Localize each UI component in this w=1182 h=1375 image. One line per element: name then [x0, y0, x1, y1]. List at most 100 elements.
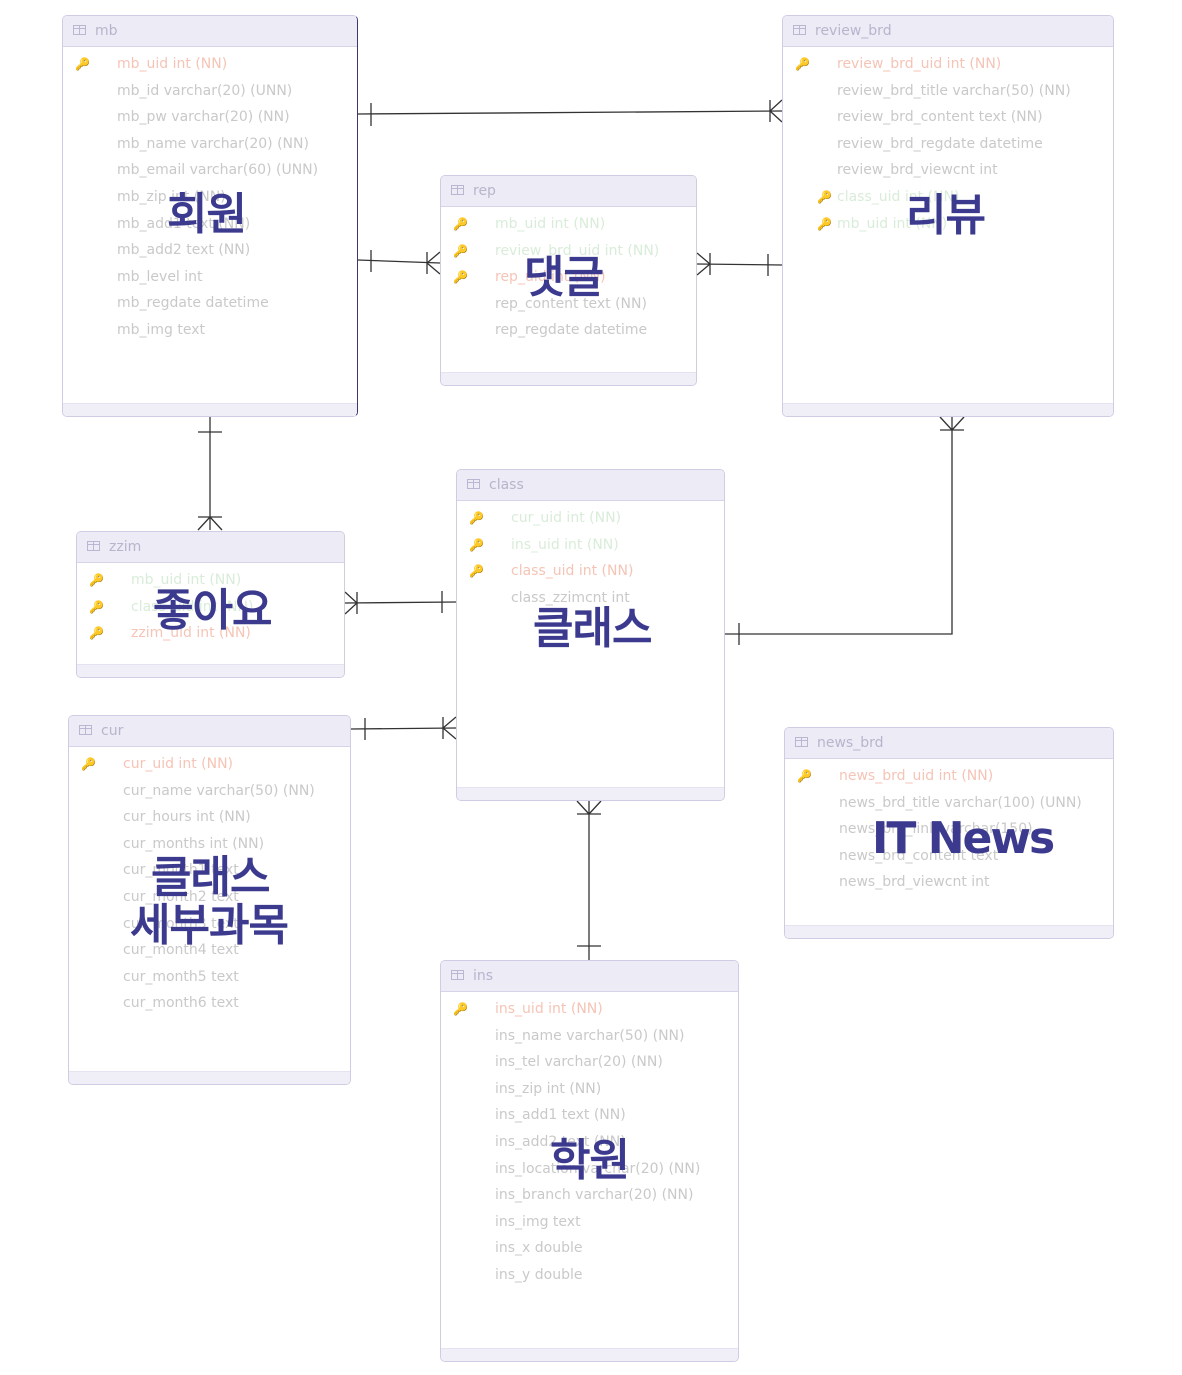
column-row[interactable]: mb_add2 text (NN)	[63, 237, 357, 264]
column-row[interactable]: 🔑review_brd_uid int (NN)	[783, 51, 1113, 78]
column-row[interactable]: review_brd_title varchar(50) (NN)	[783, 78, 1113, 105]
column-row[interactable]: ins_tel varchar(20) (NN)	[441, 1049, 738, 1076]
column-text: zzim_uid int (NN)	[131, 625, 251, 642]
column-text: mb_name varchar(20) (NN)	[117, 135, 309, 152]
column-row[interactable]: ins_zip int (NN)	[441, 1076, 738, 1103]
table-header[interactable]: rep	[441, 176, 696, 207]
column-row[interactable]: mb_id varchar(20) (UNN)	[63, 78, 357, 105]
column-row[interactable]: review_brd_regdate datetime	[783, 131, 1113, 158]
column-row[interactable]: mb_email varchar(60) (UNN)	[63, 157, 357, 184]
column-row[interactable]: mb_name varchar(20) (NN)	[63, 131, 357, 158]
column-row[interactable]: 🔑 ins_uid int (NN)	[457, 532, 724, 559]
column-row[interactable]: cur_month3 text	[69, 911, 350, 938]
column-row[interactable]: 🔑 mb_uid int (NN)	[441, 211, 696, 238]
column-row[interactable]: rep_regdate datetime	[441, 317, 696, 344]
column-row[interactable]: review_brd_viewcnt int	[783, 157, 1113, 184]
column-row[interactable]: ins_img text	[441, 1209, 738, 1236]
foreign-key-icon: 🔑	[469, 537, 484, 552]
column-row[interactable]: 🔑mb_uid int (NN)	[77, 567, 344, 594]
column-row[interactable]: ins_branch varchar(20) (NN)	[441, 1182, 738, 1209]
column-row[interactable]: 🔑class_uid int (NN)	[77, 594, 344, 621]
column-row[interactable]: news_brd_content text	[785, 843, 1113, 870]
column-row[interactable]: mb_zip int (NN)	[63, 184, 357, 211]
column-row[interactable]: 🔑class_uid int (NN)	[783, 184, 1113, 211]
table-ins[interactable]: ins 🔑ins_uid int (NN)ins_name varchar(50…	[440, 960, 739, 1362]
column-row[interactable]: cur_months int (NN)	[69, 831, 350, 858]
column-text: review_brd_regdate datetime	[837, 135, 1043, 152]
column-text: mb_uid int (NN)	[495, 216, 606, 232]
column-row[interactable]: cur_hours int (NN)	[69, 804, 350, 831]
foreign-key-icon: 🔑	[817, 216, 832, 231]
foreign-key-icon: 🔑	[453, 217, 468, 231]
label-review-brd: 리뷰	[906, 190, 986, 241]
column-row[interactable]: 🔑cur_uid int (NN)	[69, 751, 350, 778]
column-text: cur_month4 text	[123, 942, 239, 959]
column-text: review_brd_uid int (NN)	[495, 242, 660, 259]
column-row[interactable]: 🔑mb_uid int (NN)	[63, 51, 357, 78]
column-row[interactable]: cur_month5 text	[69, 964, 350, 991]
foreign-key-icon: 🔑	[89, 599, 104, 614]
column-row[interactable]: cur_month4 text	[69, 937, 350, 964]
column-row[interactable]: news_brd_viewcnt int	[785, 869, 1113, 896]
table-cur[interactable]: cur 🔑cur_uid int (NN)cur_name varchar(50…	[68, 715, 351, 1085]
column-row[interactable]: cur_month2 text	[69, 884, 350, 911]
column-text: review_brd_viewcnt int	[837, 162, 998, 179]
table-icon	[87, 541, 100, 551]
column-row[interactable]: ins_x double	[441, 1235, 738, 1262]
table-header[interactable]: ins	[441, 961, 738, 992]
column-row[interactable]: mb_regdate datetime	[63, 290, 357, 317]
table-mb[interactable]: mb 🔑mb_uid int (NN)mb_id varchar(20) (UN…	[62, 15, 358, 417]
column-row[interactable]: class_zzimcnt int	[457, 585, 724, 612]
column-row[interactable]: 🔑class_uid int (NN)	[457, 558, 724, 585]
label-zzim: 좋아요	[153, 585, 272, 636]
column-row[interactable]: cur_name varchar(50) (NN)	[69, 778, 350, 805]
column-row[interactable]: ins_name varchar(50) (NN)	[441, 1023, 738, 1050]
column-text: ins_uid int (NN)	[511, 536, 619, 553]
column-row[interactable]: ins_location varchar(20) (NN)	[441, 1156, 738, 1183]
foreign-key-icon: 🔑	[89, 573, 104, 587]
table-header[interactable]: review_brd	[783, 16, 1113, 47]
column-row[interactable]: 🔑 zzim_uid int (NN)	[77, 620, 344, 647]
table-news-brd[interactable]: news_brd 🔑news_brd_uid int (NN)news_brd_…	[784, 727, 1114, 939]
column-row[interactable]: 🔑cur_uid int (NN)	[457, 505, 724, 532]
table-class[interactable]: class 🔑cur_uid int (NN) 🔑 ins_uid int (NN)…	[456, 469, 725, 801]
column-row[interactable]: 🔑review_brd_uid int (NN)	[441, 238, 696, 265]
column-row[interactable]: news_brd_link varchar(150)	[785, 816, 1113, 843]
column-row[interactable]: mb_pw varchar(20) (NN)	[63, 104, 357, 131]
primary-key-icon: 🔑	[469, 564, 484, 579]
column-row[interactable]: ins_add2 text (NN)	[441, 1129, 738, 1156]
table-review-brd[interactable]: review_brd 🔑review_brd_uid int (NN)revie…	[782, 15, 1114, 417]
column-row[interactable]: 🔑rep_uid int (NN)	[441, 264, 696, 291]
column-row[interactable]: news_brd_title varchar(100) (UNN)	[785, 790, 1113, 817]
column-row[interactable]: rep_content text (NN)	[441, 291, 696, 318]
column-row[interactable]: mb_add1 text (NN)	[63, 211, 357, 238]
table-footer	[77, 664, 344, 677]
table-name: cur	[101, 723, 124, 739]
table-rep[interactable]: rep 🔑 mb_uid int (NN) 🔑review_brd_uid int …	[440, 175, 697, 386]
column-text: cur_months int (NN)	[123, 835, 265, 852]
table-header[interactable]: news_brd	[785, 728, 1113, 759]
label-class: 클래스	[533, 603, 652, 654]
table-icon	[451, 185, 464, 195]
primary-key-icon: 🔑	[453, 1002, 468, 1016]
column-row[interactable]: cur_month6 text	[69, 990, 350, 1017]
column-row[interactable]: cur_month1 text	[69, 857, 350, 884]
relation-cur-class	[350, 716, 457, 740]
primary-key-icon: 🔑	[89, 626, 104, 641]
column-row[interactable]: ins_y double	[441, 1262, 738, 1289]
column-row[interactable]: review_brd_content text (NN)	[783, 104, 1113, 131]
column-row[interactable]: mb_level int	[63, 264, 357, 291]
column-row[interactable]: 🔑mb_uid int (NN)	[783, 211, 1113, 238]
column-row[interactable]: 🔑news_brd_uid int (NN)	[785, 763, 1113, 790]
table-name: news_brd	[817, 735, 884, 751]
table-header[interactable]: zzim	[77, 532, 344, 563]
column-row[interactable]: ins_add1 text (NN)	[441, 1102, 738, 1129]
table-header[interactable]: mb	[63, 16, 357, 47]
column-text: rep_uid int (NN)	[495, 269, 606, 286]
table-header[interactable]: class	[457, 470, 724, 501]
column-row[interactable]: 🔑ins_uid int (NN)	[441, 996, 738, 1023]
column-row[interactable]: mb_img text	[63, 317, 357, 344]
table-zzim[interactable]: zzim 🔑mb_uid int (NN)🔑class_uid int (NN)…	[76, 531, 345, 678]
table-header[interactable]: cur	[69, 716, 350, 747]
